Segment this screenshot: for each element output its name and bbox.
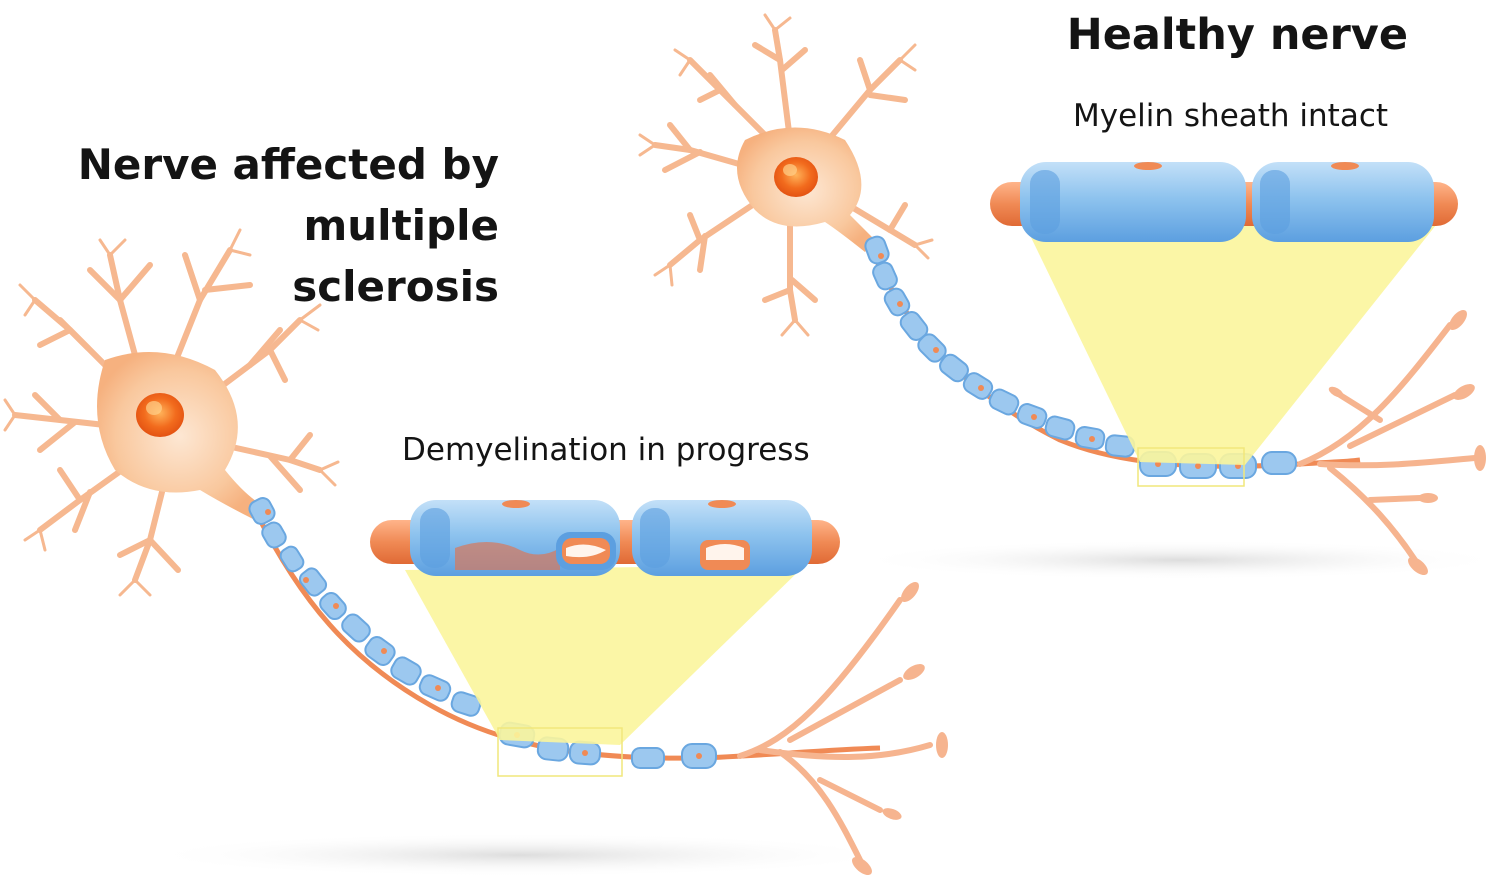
healthy-terminal-buttons xyxy=(1328,310,1486,575)
affected-soma xyxy=(97,352,262,520)
affected-terminal-buttons xyxy=(852,582,948,875)
affected-myelin-segments xyxy=(248,497,717,769)
healthy-neuron xyxy=(638,13,1486,575)
affected-dendrites-thin xyxy=(3,228,340,597)
ms-title-line-1: Nerve affected by xyxy=(77,140,499,189)
ms-nerve-title: Nerve affected by multiple sclerosis xyxy=(0,134,499,317)
affected-nucleus xyxy=(136,393,184,437)
healthy-dendrites xyxy=(652,27,918,323)
affected-magnifier-frame xyxy=(497,727,623,777)
healthy-magnified-axon xyxy=(990,162,1458,242)
affected-magnifier-beam xyxy=(405,565,805,745)
affected-axon-terminal xyxy=(737,597,933,863)
affected-nucleus-highlight xyxy=(146,401,162,415)
affected-magnified-axon xyxy=(370,500,840,576)
shadow-healthy xyxy=(850,540,1500,580)
healthy-dendrites-thin xyxy=(638,13,934,337)
ms-title-line-2: multiple xyxy=(303,201,499,250)
healthy-magnifier-frame xyxy=(1137,447,1245,487)
affected-neuron xyxy=(3,228,948,875)
demyelination-label: Demyelination in progress xyxy=(402,432,810,468)
healthy-axon-terminal xyxy=(1297,322,1478,563)
healthy-nucleus xyxy=(774,157,818,197)
healthy-nerve-title: Healthy nerve xyxy=(1066,10,1408,60)
shadow-affected xyxy=(140,833,900,877)
healthy-magnifier-beam xyxy=(1025,220,1440,465)
healthy-nucleus-highlight xyxy=(783,164,797,176)
ms-title-line-3: sclerosis xyxy=(292,262,499,311)
myelin-intact-label: Myelin sheath intact xyxy=(1073,98,1389,134)
